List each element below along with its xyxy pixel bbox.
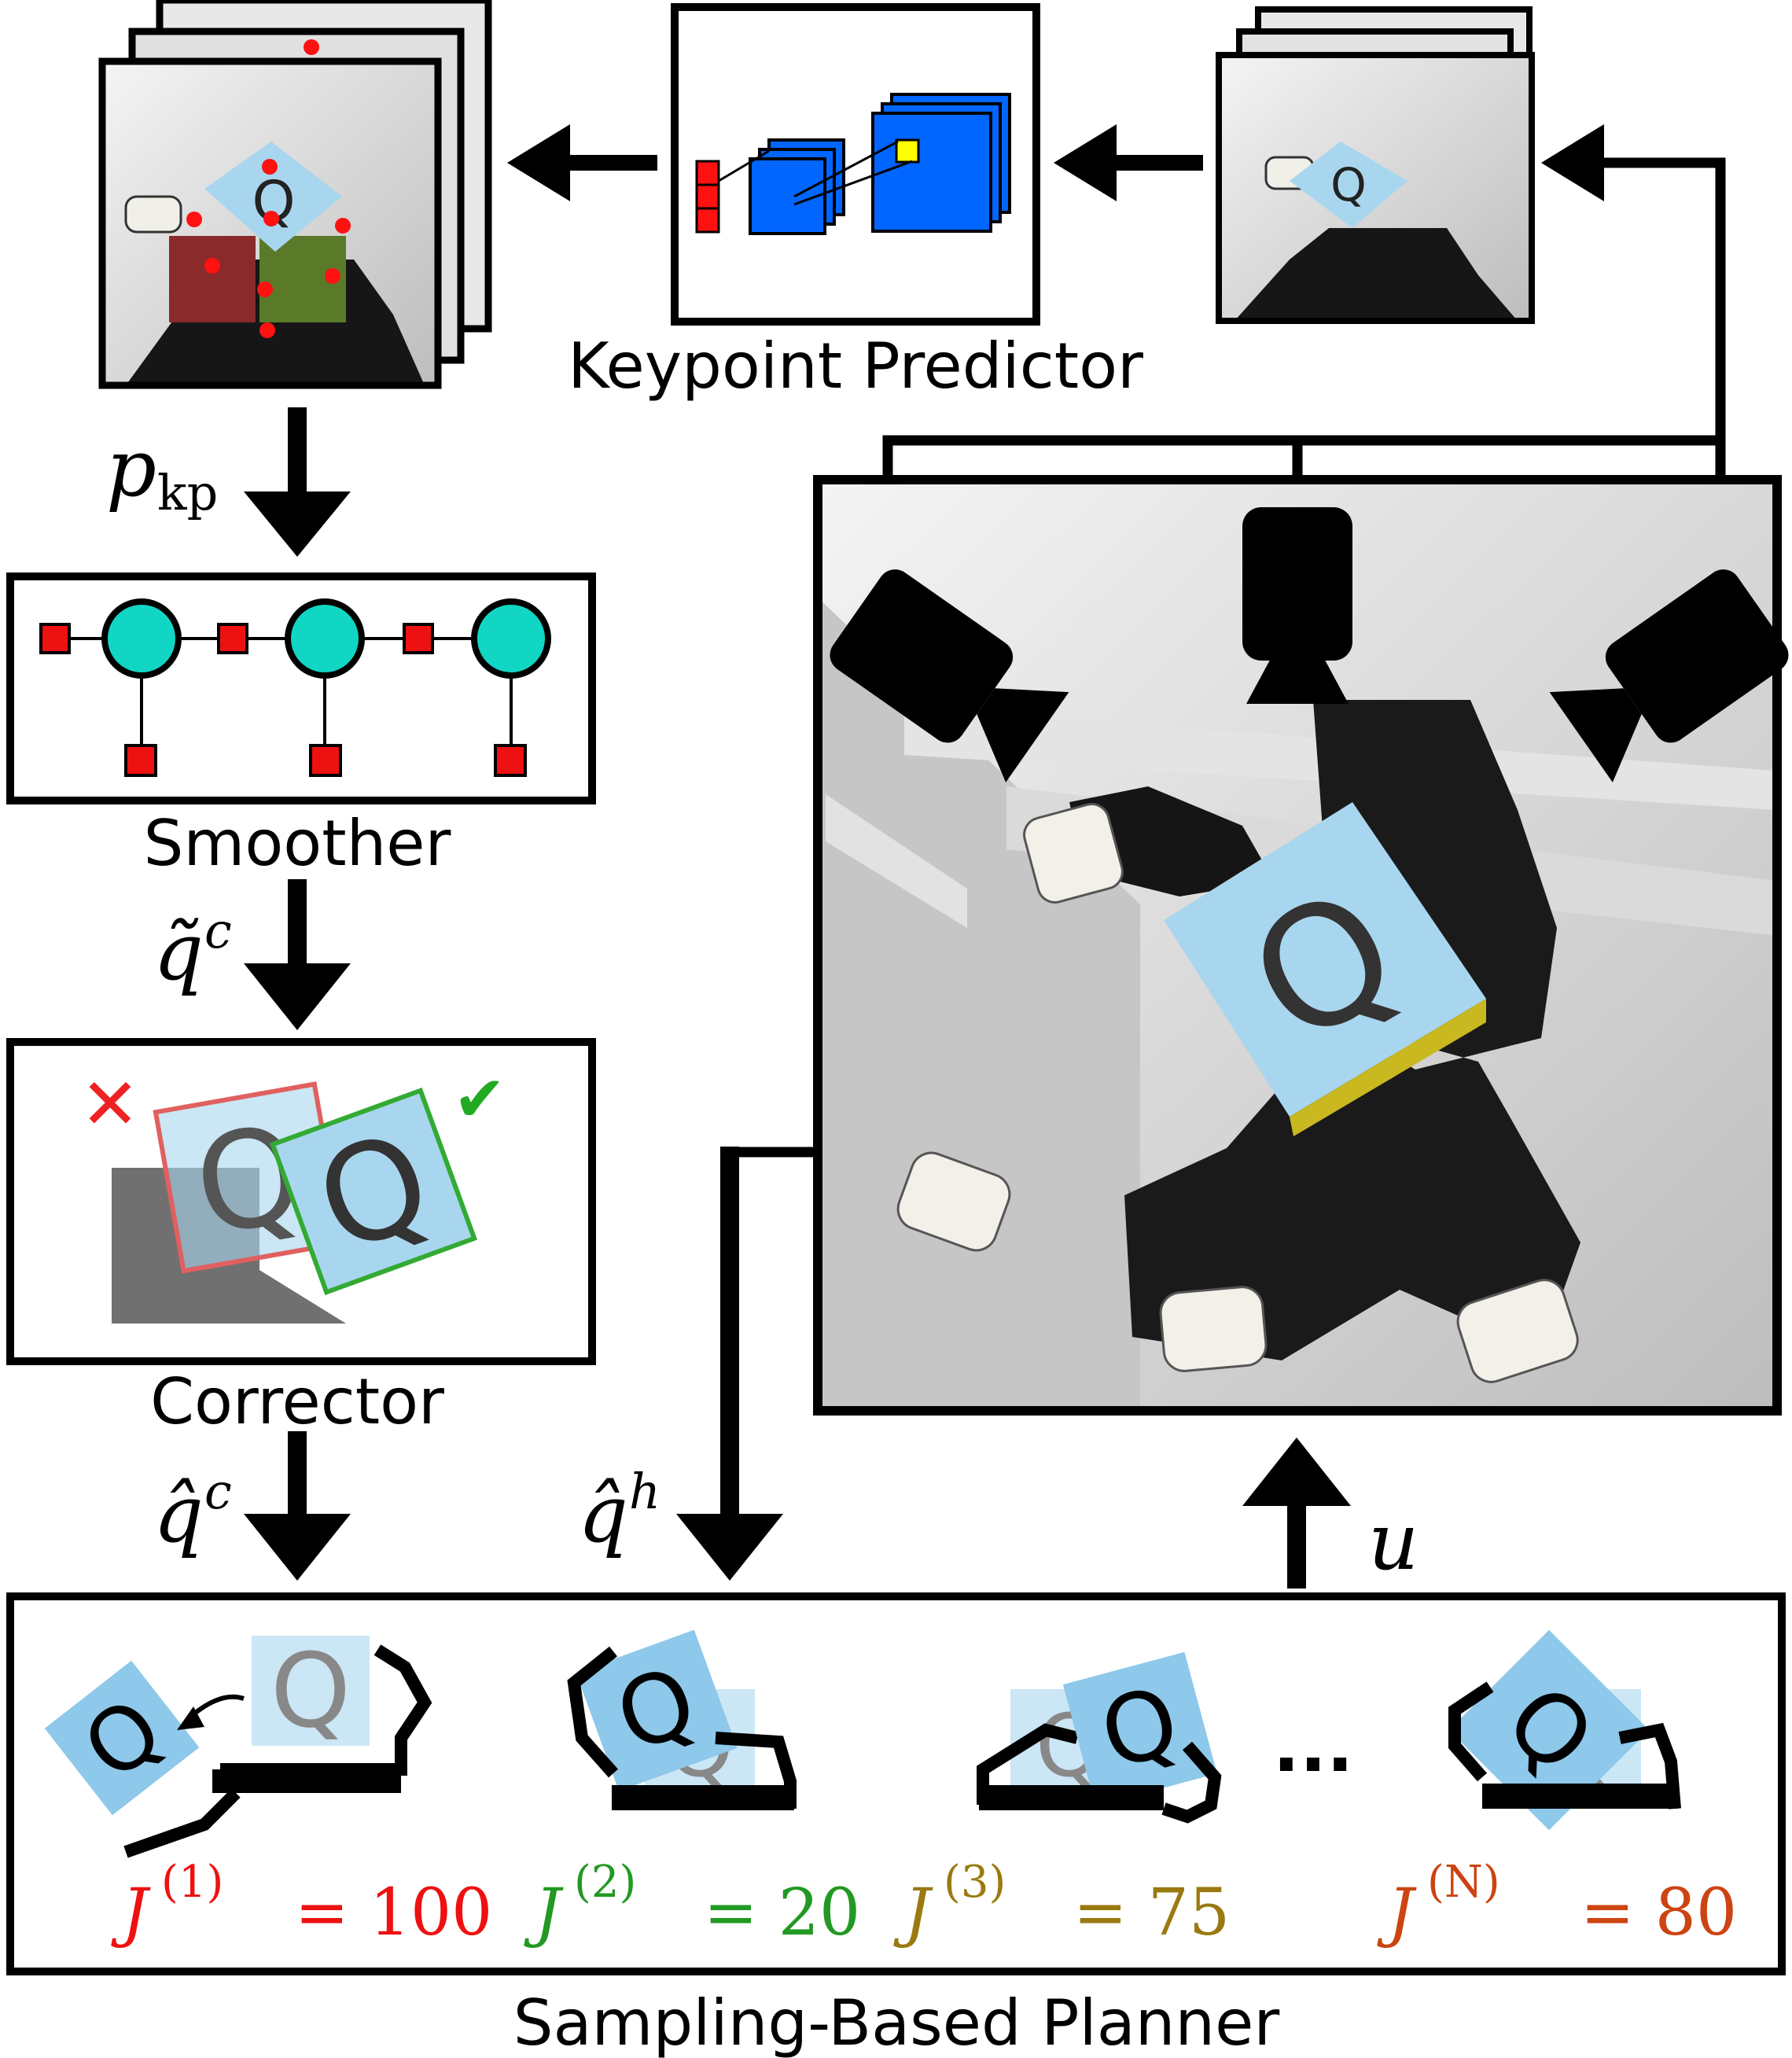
signal-u: u [1368,1496,1419,1588]
left-column-arrows [244,407,1351,1589]
keypoint-annotated-image: Q [98,39,442,389]
cube-letter-camera: Q [1330,158,1367,212]
feedback-wire [724,1147,818,1180]
cost-2-value: = 20 [704,1876,860,1950]
corrector-icon: Q Q ✕ ✔ [80,1062,506,1324]
cost-2-index: (2) [574,1857,636,1908]
camera-center-icon [1242,507,1352,704]
signal-q-hat-c-base: q̂ [153,1468,204,1560]
reject-x-icon: ✕ [80,1063,139,1146]
keypoint-predictor-label: Keypoint Predictor [568,330,1143,403]
factor-graph-icon [39,598,551,777]
camera-left-icon [830,569,1069,782]
keypoint-dots [186,39,351,338]
smoother-label: Smoother [144,807,451,880]
keypoint-image-stack: Q [98,0,492,389]
cost-1-value: = 100 [295,1876,492,1950]
smoother-box: Smoother [6,572,596,880]
corrector-label: Corrector [150,1365,444,1438]
signal-p-kp-base: p [106,422,156,514]
signal-q-hat-h: q̂ h [578,1463,661,1560]
signal-q-tilde-c: q̃ c [153,902,232,998]
sample-3: Q Q [977,1651,1222,1824]
accept-check-icon: ✔ [453,1062,506,1136]
camera-image-stack: Q [1216,6,1535,324]
cost-1-index: (1) [161,1857,223,1908]
signal-q-hat-c: q̂ c [153,1463,232,1560]
cost-3-index: (3) [944,1857,1006,1908]
signal-p-kp: p kp [106,422,218,521]
sample-1: Q Q [44,1631,432,1858]
ellipsis: ··· [1273,1724,1354,1806]
corrector-box: Q Q ✕ ✔ Corrector [6,1038,596,1438]
planner-box: Q Q Q Q Q [6,1592,1786,1975]
camera-right-icon [1549,569,1789,782]
sample-n: Q Q [1448,1629,1681,1831]
signal-q-hat-c-sup: c [204,1463,232,1520]
sample-2: Q Q [567,1629,797,1810]
signal-q-hat-h-sup: h [629,1463,661,1520]
cost-3-value: = 75 [1073,1876,1230,1950]
planner-label: Sampling-Based Planner [513,1986,1280,2058]
signal-q-hat-h-base: q̂ [578,1468,628,1560]
camera-icons [830,507,1789,782]
cost-n-index: (N) [1427,1857,1500,1908]
signal-q-tilde-c-sup: c [204,902,232,959]
sample-1-ghost-letter: Q [270,1631,351,1751]
signal-p-kp-sub: kp [157,464,218,521]
cost-n-value: = 80 [1580,1876,1737,1950]
signal-q-tilde-c-base: q̃ [153,906,204,998]
keypoint-predictor-box: Keypoint Predictor [568,3,1143,403]
top-row-arrows [507,124,1203,201]
cnn-icon [695,93,1011,235]
